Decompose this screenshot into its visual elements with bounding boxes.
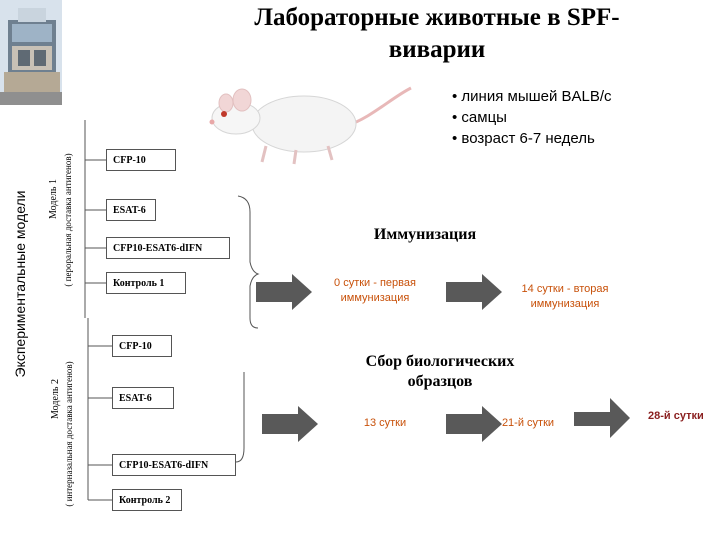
arrow-sampling-3 xyxy=(574,398,630,438)
model1-box-control: Контроль 1 xyxy=(106,272,186,294)
model1-box-fusion: CFP10-ESAT6-dIFN xyxy=(106,237,230,259)
immunization-step-2: 14 сутки - вторая иммунизация xyxy=(520,282,610,312)
sampling-day-21: 21-й сутки xyxy=(488,416,568,431)
model2-box-cfp10: CFP-10 xyxy=(112,335,172,357)
model1-box-esat6: ESAT-6 xyxy=(106,199,156,221)
arrow-immunization-2 xyxy=(446,274,502,310)
arrow-sampling-1 xyxy=(262,406,318,442)
model2-box-esat6: ESAT-6 xyxy=(112,387,174,409)
immunization-step-1: 0 сутки - первая иммунизация xyxy=(330,276,420,306)
arrow-immunization-1 xyxy=(256,274,312,310)
immunization-heading: Иммунизация xyxy=(340,226,510,244)
sampling-heading: Сбор биологических образцов xyxy=(340,352,540,392)
model2-box-fusion: CFP10-ESAT6-dIFN xyxy=(112,454,236,476)
model1-box-cfp10: CFP-10 xyxy=(106,149,176,171)
sampling-day-13: 13 сутки xyxy=(350,416,420,431)
sampling-day-28: 28-й сутки xyxy=(648,410,718,422)
model2-box-control: Контроль 2 xyxy=(112,489,182,511)
